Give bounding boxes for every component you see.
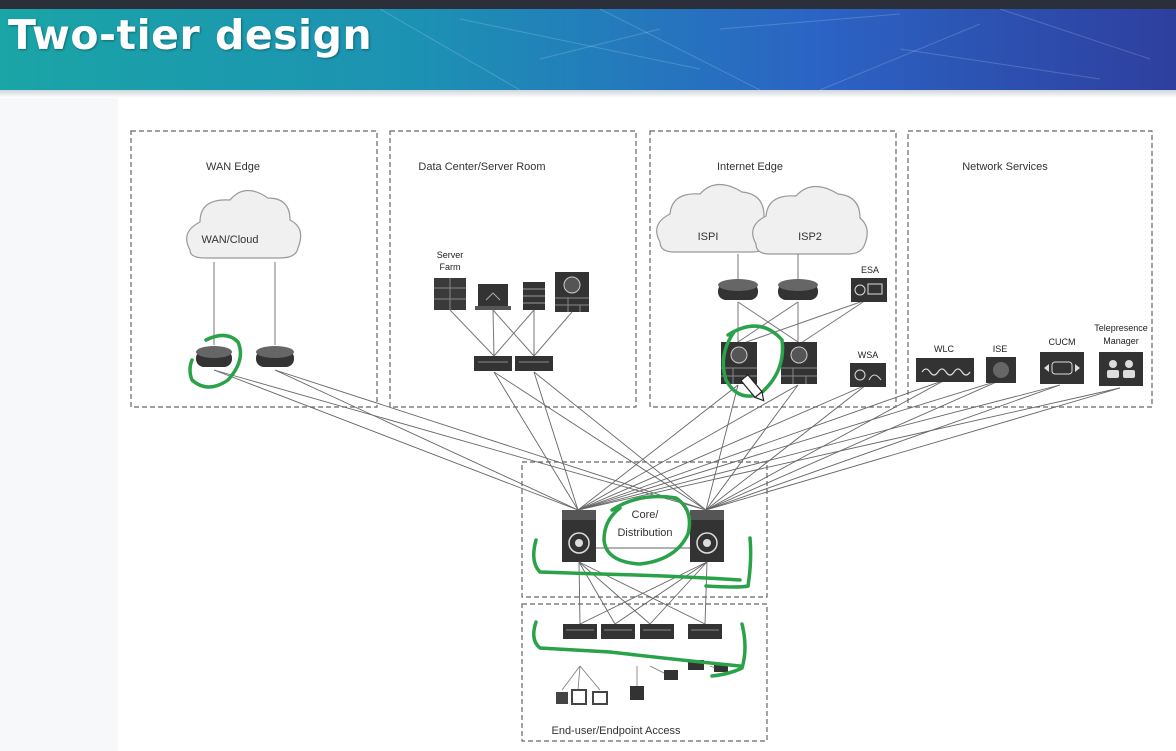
access-switch-4-icon bbox=[688, 624, 722, 639]
access-switch-2-icon bbox=[601, 624, 635, 639]
endpoint-devices bbox=[556, 660, 728, 705]
left-margin bbox=[0, 98, 118, 751]
cucm-label: CUCM bbox=[1049, 337, 1076, 347]
telepresence-label-2: Manager bbox=[1103, 336, 1139, 346]
dc-switch-1-icon bbox=[474, 356, 512, 371]
core-underline-1 bbox=[532, 538, 742, 582]
header-shadow bbox=[0, 90, 1176, 98]
esa-appliance-icon bbox=[851, 278, 887, 302]
pencil-cursor-icon bbox=[740, 373, 765, 402]
wan-cloud-label: WAN/Cloud bbox=[201, 234, 258, 246]
esa-label: ESA bbox=[861, 265, 879, 275]
server-farm-label-2: Farm bbox=[440, 262, 461, 272]
wan-router-2-icon bbox=[256, 346, 294, 367]
wan-edge-zone bbox=[130, 130, 378, 408]
internet-edge-title: Internet Edge bbox=[717, 161, 783, 173]
access-title: End-user/Endpoint Access bbox=[551, 725, 681, 737]
isp1-label: ISPI bbox=[698, 231, 719, 243]
storage-icon bbox=[523, 282, 545, 310]
internet-edge-zone bbox=[649, 130, 897, 408]
wan-edge-title: WAN Edge bbox=[206, 161, 260, 173]
core-switch-1-icon bbox=[562, 510, 596, 562]
isp1-router-icon bbox=[718, 279, 758, 300]
laptop-server-icon bbox=[475, 284, 511, 310]
telepresence-label-1: Telepresence bbox=[1094, 323, 1148, 333]
data-center-title: Data Center/Server Room bbox=[418, 161, 545, 173]
ise-label: ISE bbox=[993, 344, 1008, 354]
diagram-canvas bbox=[118, 113, 1158, 751]
data-center-zone bbox=[389, 130, 637, 408]
window-top-bar bbox=[0, 0, 1176, 9]
wsa-label: WSA bbox=[858, 350, 879, 360]
wan-router-1-icon bbox=[196, 346, 232, 367]
cucm-server-icon bbox=[1040, 352, 1084, 384]
core-links bbox=[213, 369, 1121, 511]
access-switch-3-icon bbox=[640, 624, 674, 639]
wan-router-annotation-circle bbox=[188, 333, 243, 389]
edge-firewall-2-icon bbox=[781, 342, 817, 384]
isp1-cloud-icon bbox=[656, 183, 772, 253]
ise-appliance-icon bbox=[986, 357, 1016, 383]
wan-cloud-icon bbox=[186, 189, 302, 259]
core-zone bbox=[521, 461, 768, 598]
slide-title: Two-tier design bbox=[8, 11, 373, 59]
server-farm-label-1: Server bbox=[437, 250, 464, 260]
isp2-router-icon bbox=[778, 279, 818, 300]
server-farm-icon bbox=[434, 278, 466, 310]
slide-header: Two-tier design bbox=[0, 9, 1176, 90]
edge-firewall-1-icon bbox=[721, 342, 757, 384]
network-services-title: Network Services bbox=[962, 161, 1048, 173]
access-underline bbox=[532, 620, 742, 668]
isp2-label: ISP2 bbox=[798, 231, 822, 243]
telepresence-manager-icon bbox=[1099, 352, 1143, 386]
wlc-icon bbox=[916, 358, 974, 382]
dc-firewall-icon bbox=[555, 272, 589, 312]
core-label-annotation-circle bbox=[602, 494, 692, 566]
wsa-appliance-icon bbox=[850, 363, 886, 387]
core-label-1: Core/ bbox=[632, 509, 660, 521]
core-label-2: Distribution bbox=[617, 527, 672, 539]
network-services-zone bbox=[907, 130, 1153, 408]
isp2-cloud-icon bbox=[752, 185, 868, 255]
wlc-label: WLC bbox=[934, 344, 955, 354]
access-switch-1-icon bbox=[563, 624, 597, 639]
dc-switch-2-icon bbox=[515, 356, 553, 371]
header-network-pattern bbox=[379, 9, 1151, 90]
core-switch-2-icon bbox=[690, 510, 724, 562]
